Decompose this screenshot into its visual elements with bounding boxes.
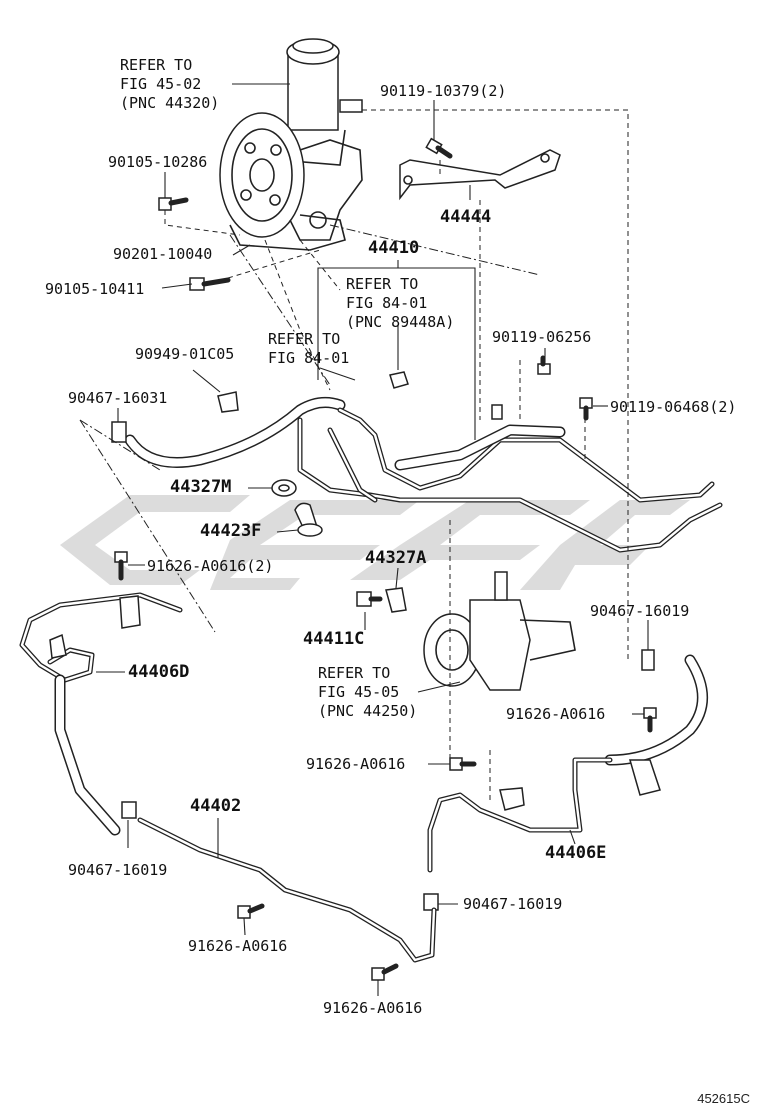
leader-lines xyxy=(96,83,649,996)
reference-lines xyxy=(79,109,629,800)
steering-gear xyxy=(423,571,576,691)
label-refer-fig-45-05: REFER TO FIG 45-05 (PNC 44250) xyxy=(318,664,418,720)
label-91626-A0616-mid: 91626-A0616 xyxy=(306,755,406,773)
label-refer-fig-45-02: REFER TO FIG 45-02 (PNC 44320) xyxy=(120,56,220,112)
label-44327M: 44327M xyxy=(170,477,232,497)
label-44423F: 44423F xyxy=(200,521,262,541)
label-refer-fig-84-01-b: REFER TO FIG 84-01 xyxy=(268,330,350,367)
label-91626-A0616-2: 91626-A0616(2) xyxy=(147,557,274,575)
label-90467-16019-bottom: 90467-16019 xyxy=(463,895,563,913)
bolt-icons xyxy=(114,137,657,981)
label-44406D: 44406D xyxy=(128,662,190,682)
label-91626-A0616-right: 91626-A0616 xyxy=(506,705,606,723)
pump-assembly xyxy=(219,38,363,251)
label-90105-10411: 90105-10411 xyxy=(45,280,145,298)
label-90467-16019-left: 90467-16019 xyxy=(68,861,168,879)
label-44411C: 44411C xyxy=(303,629,365,649)
label-44327A: 44327A xyxy=(365,548,427,568)
lower-lines xyxy=(19,592,708,963)
label-90949-01C05: 90949-01C05 xyxy=(135,345,235,363)
figure-id: 452615C xyxy=(697,1091,750,1106)
label-91626-A0616-bottom-2: 91626-A0616 xyxy=(323,999,423,1017)
fittings xyxy=(111,371,655,911)
label-44402: 44402 xyxy=(190,796,242,816)
label-44444: 44444 xyxy=(440,207,492,227)
label-44406E: 44406E xyxy=(545,843,607,863)
label-90119-10379: 90119-10379(2) xyxy=(380,82,507,100)
label-90467-16019-right: 90467-16019 xyxy=(590,602,690,620)
label-90201-10040: 90201-10040 xyxy=(113,245,213,263)
label-44410: 44410 xyxy=(368,238,420,258)
label-91626-A0616-bottom-1: 91626-A0616 xyxy=(188,937,288,955)
label-refer-fig-84-01-a: REFER TO FIG 84-01 (PNC 89448A) xyxy=(346,275,455,331)
label-90105-10286: 90105-10286 xyxy=(108,153,208,171)
label-90467-16031: 90467-16031 xyxy=(68,389,168,407)
label-90119-06468: 90119-06468(2) xyxy=(610,398,737,416)
label-90119-06256: 90119-06256 xyxy=(492,328,592,346)
group-box-44410 xyxy=(317,267,476,440)
upper-lines xyxy=(124,396,723,553)
bracket-44444 xyxy=(399,149,561,201)
